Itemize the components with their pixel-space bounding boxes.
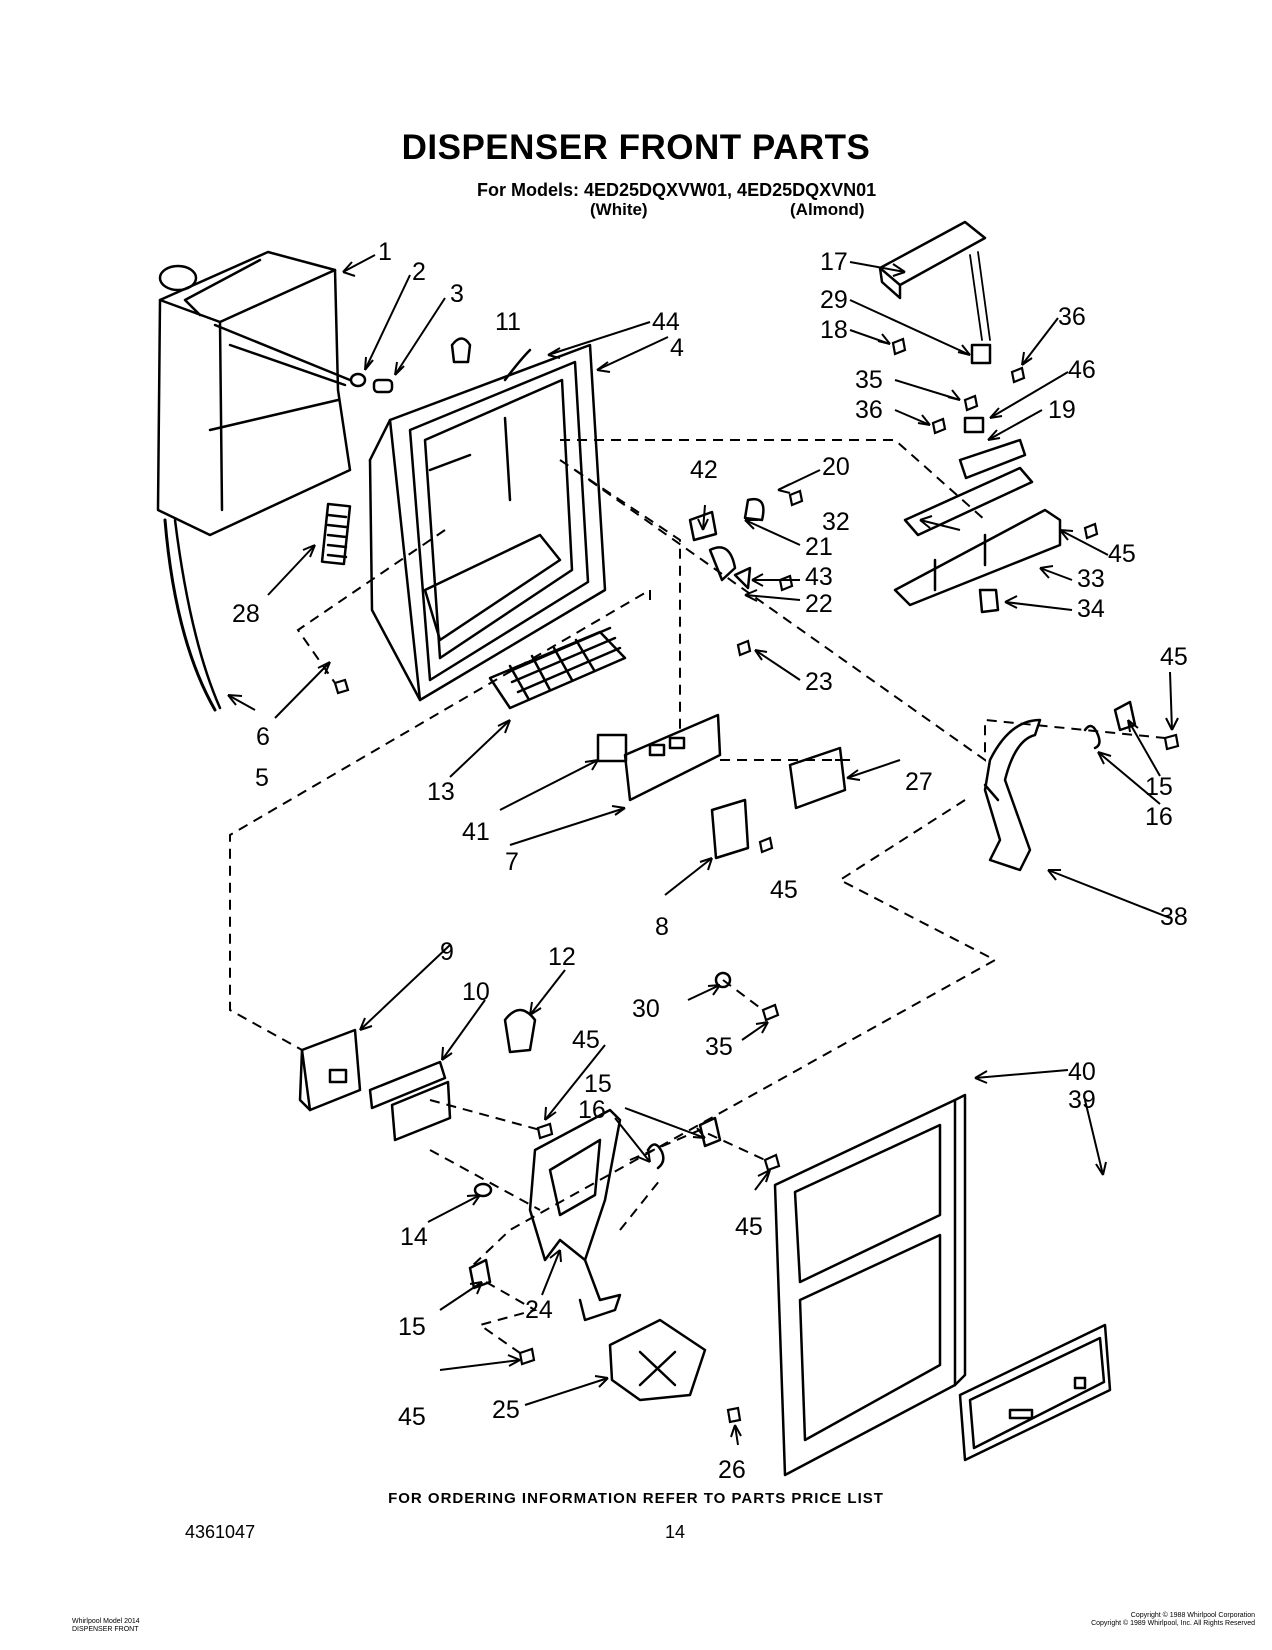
label-45-f: 45 bbox=[398, 1403, 426, 1431]
part-7-panel bbox=[623, 713, 722, 802]
label-39: 39 bbox=[1068, 1086, 1096, 1114]
fine-print-left: Whirlpool Model 2014 DISPENSER FRONT bbox=[72, 1618, 140, 1633]
part-3-bushing bbox=[372, 378, 394, 394]
label-41: 41 bbox=[462, 818, 490, 846]
label-1: 1 bbox=[378, 238, 392, 266]
part-30-washer bbox=[714, 971, 732, 989]
label-22: 22 bbox=[805, 590, 833, 618]
part-2-ring bbox=[349, 372, 367, 388]
part-15-bracket-low bbox=[468, 1258, 492, 1290]
part-34-plug bbox=[978, 588, 1000, 614]
label-25: 25 bbox=[492, 1396, 520, 1424]
part-29-switch bbox=[970, 343, 992, 365]
page-title: DISPENSER FRONT PARTS bbox=[401, 128, 871, 167]
part-16-spring-mid bbox=[646, 1143, 665, 1170]
part-27-bracket bbox=[788, 746, 847, 810]
label-18: 18 bbox=[820, 316, 848, 344]
part-21-clip bbox=[743, 497, 765, 522]
label-40: 40 bbox=[1068, 1058, 1096, 1086]
label-43: 43 bbox=[805, 563, 833, 591]
part-15-bracket-mid bbox=[698, 1116, 722, 1148]
part-33-housing bbox=[893, 508, 1062, 607]
part-39-panel bbox=[958, 1323, 1112, 1462]
label-45-a: 45 bbox=[1108, 540, 1136, 568]
label-4: 4 bbox=[670, 334, 684, 362]
label-45-b: 45 bbox=[1160, 643, 1188, 671]
label-10: 10 bbox=[462, 978, 490, 1006]
part-32-plate bbox=[903, 466, 1034, 537]
label-20: 20 bbox=[822, 453, 850, 481]
label-28: 28 bbox=[232, 600, 260, 628]
label-32: 32 bbox=[822, 508, 850, 536]
part-10-bracket bbox=[368, 1060, 447, 1110]
label-16-b: 16 bbox=[578, 1096, 606, 1124]
part-46-block bbox=[963, 416, 985, 434]
label-16-a: 16 bbox=[1145, 803, 1173, 831]
label-30: 30 bbox=[632, 995, 660, 1023]
label-27: 27 bbox=[905, 768, 933, 796]
part-25-housing bbox=[608, 1318, 707, 1402]
label-26: 26 bbox=[718, 1456, 746, 1484]
label-35-a: 35 bbox=[855, 366, 883, 394]
part-11-cap bbox=[450, 337, 472, 364]
part-22-lever bbox=[708, 546, 737, 582]
part-13-grid bbox=[488, 626, 627, 710]
label-45-d: 45 bbox=[572, 1026, 600, 1054]
label-12: 12 bbox=[548, 943, 576, 971]
part-8-plate bbox=[710, 798, 750, 860]
part-19-bracket bbox=[958, 438, 1027, 480]
label-44: 44 bbox=[652, 308, 680, 336]
label-33: 33 bbox=[1077, 565, 1105, 593]
label-11: 11 bbox=[495, 308, 521, 336]
label-14: 14 bbox=[400, 1223, 428, 1251]
part-41-label bbox=[596, 733, 628, 763]
label-45-e: 45 bbox=[735, 1213, 763, 1241]
label-3: 3 bbox=[450, 280, 464, 308]
page-number: 14 bbox=[665, 1522, 686, 1542]
models-line: For Models: 4ED25DQXVW01, 4ED25DQXVN01 bbox=[477, 180, 877, 200]
label-24: 24 bbox=[525, 1296, 553, 1324]
label-35-b: 35 bbox=[705, 1033, 733, 1061]
label-46: 46 bbox=[1068, 356, 1096, 384]
label-29: 29 bbox=[820, 286, 848, 314]
color-white-label: (White) bbox=[590, 200, 648, 219]
label-6: 6 bbox=[256, 723, 270, 751]
part-9-cover bbox=[300, 1028, 362, 1112]
part-28-grille bbox=[320, 502, 352, 566]
fine-print-right: Copyright © 1988 Whirlpool Corporation C… bbox=[1091, 1612, 1255, 1627]
label-15-c: 15 bbox=[398, 1313, 426, 1341]
label-17: 17 bbox=[820, 248, 848, 276]
label-42: 42 bbox=[690, 456, 718, 484]
label-38: 38 bbox=[1160, 903, 1188, 931]
part-labels: 1 2 3 4 5 6 7 8 9 10 11 12 13 14 15 15 1… bbox=[232, 238, 1188, 1484]
dispenser-frame bbox=[368, 343, 607, 702]
label-34: 34 bbox=[1077, 595, 1105, 623]
part-40-door bbox=[773, 1093, 967, 1477]
part-12-clamp bbox=[503, 1008, 537, 1054]
part-16-spring-right bbox=[1083, 724, 1101, 750]
label-8: 8 bbox=[655, 913, 669, 941]
label-36-b: 36 bbox=[855, 396, 883, 424]
label-19: 19 bbox=[1048, 396, 1076, 424]
color-almond-label: (Almond) bbox=[790, 200, 865, 219]
label-15-a: 15 bbox=[1145, 773, 1173, 801]
part-24-actuator bbox=[528, 1108, 622, 1322]
label-2: 2 bbox=[412, 258, 426, 286]
label-15-b: 15 bbox=[584, 1070, 612, 1098]
part-14-plug bbox=[473, 1182, 493, 1198]
label-13: 13 bbox=[427, 778, 455, 806]
document-number: 4361047 bbox=[185, 1522, 256, 1542]
part-17-bar bbox=[878, 220, 987, 287]
label-23: 23 bbox=[805, 668, 833, 696]
label-45-c: 45 bbox=[770, 876, 798, 904]
ice-chute-housing bbox=[156, 250, 352, 712]
part-38-lever bbox=[983, 718, 1042, 872]
label-5: 5 bbox=[255, 764, 269, 792]
label-21: 21 bbox=[805, 533, 833, 561]
ordering-info-footer: FOR ORDERING INFORMATION REFER TO PARTS … bbox=[388, 1490, 884, 1507]
label-36-a: 36 bbox=[1058, 303, 1086, 331]
label-7: 7 bbox=[505, 848, 519, 876]
label-9: 9 bbox=[440, 938, 454, 966]
